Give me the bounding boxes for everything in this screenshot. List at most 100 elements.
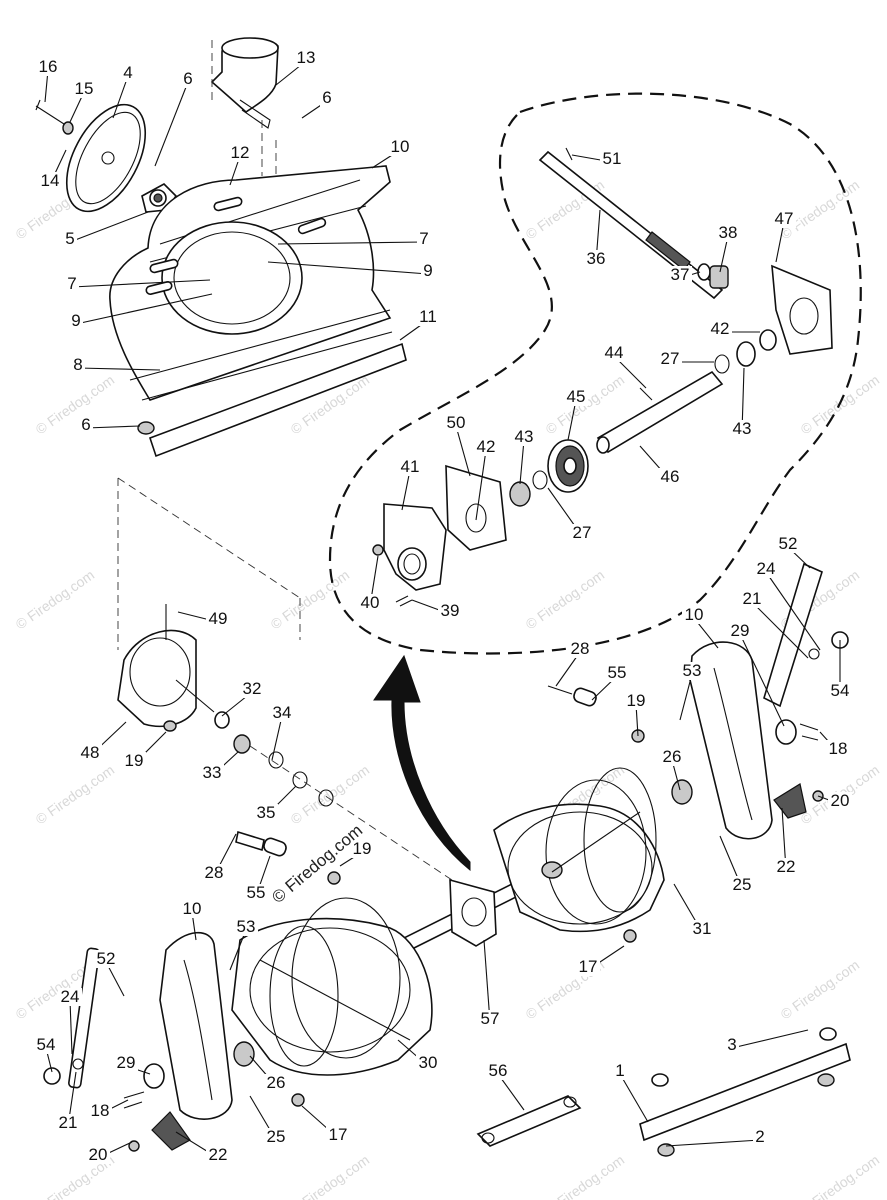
callout-label-background [772,210,796,228]
auger-shaft-assembly [235,830,528,964]
part-number-label: 4 [123,63,132,82]
callout-label-background [602,344,626,362]
callout-label-background [682,606,706,624]
callout-label-background [294,49,318,67]
watermark-text: © Firedog.com [523,177,608,243]
callout-label-background [244,884,268,902]
callout-leader [739,633,785,727]
part-number-label: 44 [605,343,624,362]
part-number-label: 18 [91,1101,110,1120]
callout-leader [69,999,73,1055]
callout-label-background [776,535,800,553]
callout-leader [765,571,821,651]
part-number-label: 38 [719,223,738,242]
auger-housing-assembly [35,37,407,650]
part-number-label: 28 [205,863,224,882]
gearbox-detail-boundary [328,92,862,655]
callout-leader [751,601,809,659]
callout-label-background [576,958,600,976]
part-number-label: 31 [693,919,712,938]
callout-label-background [88,1102,112,1120]
part-number-label: 10 [685,605,704,624]
part-number-label: 2 [755,1127,764,1146]
callout-label-background [600,150,624,168]
callout-label-background [69,312,83,330]
callout-leader [665,1139,761,1147]
callout-label-background [716,224,740,242]
callout-label-background [388,138,412,156]
callout-label-background [240,680,264,698]
part-number-label: 30 [419,1053,438,1072]
part-number-label: 52 [97,949,116,968]
auger-left [231,897,433,1107]
callout-leader [69,211,149,243]
callout-label-background [72,80,96,98]
callout-leader [267,261,429,275]
part-number-label: 42 [477,437,496,456]
part-number-label: 53 [683,661,702,680]
watermark-text: © Firedog.com [33,762,118,828]
callout-label-background [121,64,135,82]
callout-leader [731,1029,809,1049]
part-number-label: 22 [777,857,796,876]
part-number-label: 29 [117,1053,136,1072]
callout-label-background [228,144,252,162]
part-number-label: 54 [831,681,850,700]
part-number-label: 10 [391,137,410,156]
callout-label-background [624,692,648,710]
side-panel-right [547,562,849,840]
callout-leader [483,939,491,1023]
watermark-text: © Firedog.com [778,957,863,1023]
callout-label-background [234,918,258,936]
gearbox-components [372,147,833,607]
callout-label-background [708,320,732,338]
callout-label-background [828,792,852,810]
callout-label-background [65,275,79,293]
callout-label-background [754,560,778,578]
callout-leader [455,425,471,477]
arrow-indicator [373,654,471,872]
callout-leader [77,367,161,371]
part-number-label: 48 [81,743,100,762]
part-number-label: 36 [587,249,606,268]
part-number-label: 5 [65,229,74,248]
part-number-label: 6 [183,69,192,88]
callout-leader [519,439,525,485]
part-number-label: 55 [247,883,266,902]
callout-leader [71,279,211,288]
callout-label-background [350,840,374,858]
part-number-label: 26 [267,1073,286,1092]
callout-leader [112,75,129,119]
callout-label-background [826,740,850,758]
part-number-label: 24 [757,559,776,578]
part-number-label: 57 [481,1009,500,1028]
callout-label-background [658,350,682,368]
part-number-label: 34 [273,703,292,722]
part-number-label: 27 [573,523,592,542]
callout-label-background [730,876,754,894]
skid-shoe-parts [476,1027,851,1157]
callout-label-background [605,664,629,682]
callout-label-background [444,414,468,432]
callout-label-background [690,920,714,938]
part-number-label: 18 [829,739,848,758]
callout-label-background [417,230,431,248]
callout-label-background [202,864,226,882]
part-number-label: 49 [209,609,228,628]
callout-label-background [71,356,85,374]
part-number-label: 6 [322,88,331,107]
callout-label-background [512,428,536,446]
part-number-label: 7 [67,274,76,293]
callout-label-background [358,594,382,612]
callout-label-background [438,602,462,620]
part-number-label: 28 [571,639,590,658]
callout-label-background [270,704,294,722]
callout-label-background [114,1054,138,1072]
callout-label-background [36,58,60,76]
part-number-label: 10 [183,899,202,918]
part-number-label: 33 [203,763,222,782]
callout-label-background [660,748,684,766]
part-number-label: 39 [441,601,460,620]
part-number-label: 46 [661,467,680,486]
part-number-label: 17 [579,957,598,976]
